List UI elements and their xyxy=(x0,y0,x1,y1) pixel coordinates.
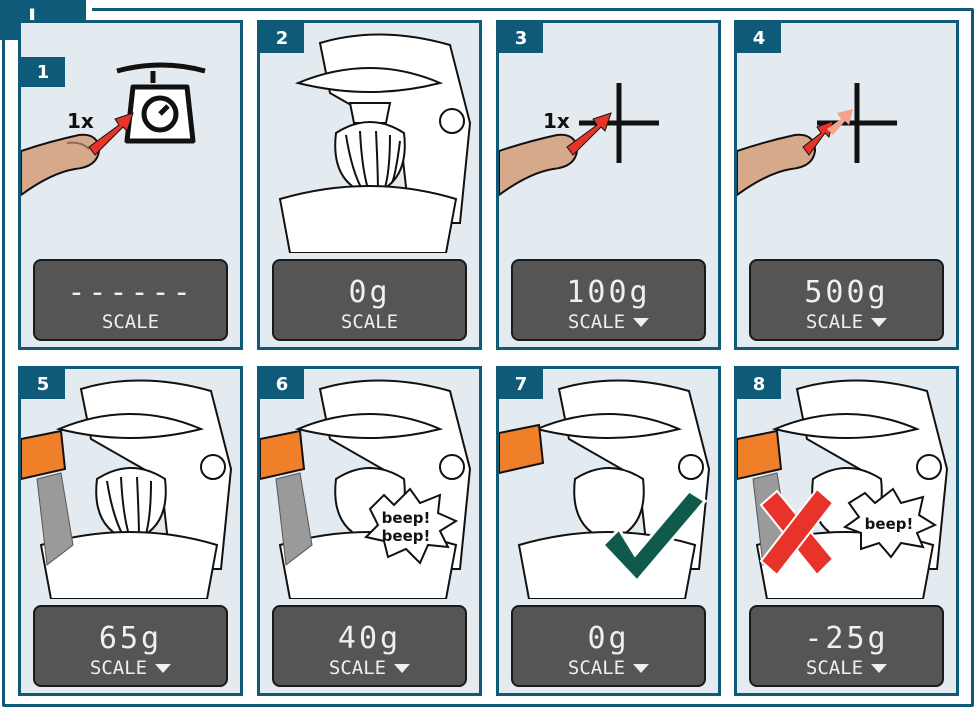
beep-text-2: beep! xyxy=(382,527,431,545)
step-number: 4 xyxy=(737,23,781,53)
scale-display: 0g SCALE xyxy=(511,605,706,687)
down-arrow-icon xyxy=(633,664,649,673)
step-panel-4: 4 500g SCALE xyxy=(734,20,959,350)
weight-readout: 40g xyxy=(274,621,465,656)
scale-row: SCALE xyxy=(274,657,465,679)
step-panel-6: 6 beep! beep! 40g SCALE xyxy=(257,366,482,696)
step-panel-5: 5 65g SCALE xyxy=(18,366,243,696)
press-plus-illustration xyxy=(499,23,718,253)
overfill-illustration: beep! xyxy=(737,369,956,599)
scale-icon xyxy=(117,65,205,141)
step-number: 3 xyxy=(499,23,543,53)
mixer-illustration xyxy=(260,23,479,253)
beep-text-1: beep! xyxy=(865,515,914,533)
scale-label: SCALE xyxy=(341,311,398,333)
container-icon xyxy=(737,431,781,479)
scale-row: SCALE xyxy=(751,657,942,679)
mixer-icon xyxy=(280,380,470,599)
scale-row: SCALE xyxy=(35,657,226,679)
step-panel-2: 2 0g SCALE xyxy=(257,20,482,350)
scale-display: 40g SCALE xyxy=(272,605,467,687)
step-panel-7: 7 0g SCALE xyxy=(496,366,721,696)
weight-readout: 0g xyxy=(513,621,704,656)
step-panel-1: 1 1x ------ SCALE xyxy=(18,20,243,350)
scale-label: SCALE xyxy=(329,657,386,679)
scale-row: SCALE xyxy=(35,311,226,333)
container-icon xyxy=(260,431,304,479)
mixer-icon xyxy=(757,380,947,599)
down-arrow-icon xyxy=(394,664,410,673)
scale-display: 500g SCALE xyxy=(749,259,944,341)
plus-icon xyxy=(579,83,659,163)
weight-readout: 500g xyxy=(751,275,942,310)
step-panel-3: 3 1x 100g SCALE xyxy=(496,20,721,350)
step-number: 7 xyxy=(499,369,543,399)
scale-label: SCALE xyxy=(806,657,863,679)
hold-plus-illustration xyxy=(737,23,956,253)
scale-display: ------ SCALE xyxy=(33,259,228,341)
step-number: 6 xyxy=(260,369,304,399)
weight-readout: 65g xyxy=(35,621,226,656)
step-number: 1 xyxy=(21,57,65,87)
down-arrow-icon xyxy=(155,664,171,673)
down-arrow-icon xyxy=(871,318,887,327)
container-icon xyxy=(21,431,65,479)
scale-label: SCALE xyxy=(568,311,625,333)
scale-row: SCALE xyxy=(751,311,942,333)
step-number: 5 xyxy=(21,369,65,399)
scale-row: SCALE xyxy=(274,311,465,333)
mixer-icon xyxy=(519,380,709,599)
scale-label: SCALE xyxy=(90,657,147,679)
step-number: 2 xyxy=(260,23,304,53)
finger-icon xyxy=(499,135,577,195)
weight-readout: ------ xyxy=(35,275,226,310)
finger-icon xyxy=(21,135,99,195)
tap-count-label: 1x xyxy=(67,109,94,133)
down-arrow-icon xyxy=(871,664,887,673)
finger-icon xyxy=(737,135,815,195)
pour-ingredient-illustration xyxy=(21,369,240,599)
correct-amount-illustration xyxy=(499,369,718,599)
scale-label: SCALE xyxy=(102,311,159,333)
step-panel-8: 8 beep! -25g SCALE xyxy=(734,366,959,696)
scale-display: 0g SCALE xyxy=(272,259,467,341)
scale-row: SCALE xyxy=(513,311,704,333)
down-arrow-icon xyxy=(633,318,649,327)
scale-display: -25g SCALE xyxy=(749,605,944,687)
step-number: 8 xyxy=(737,369,781,399)
scale-label: SCALE xyxy=(568,657,625,679)
mixer-icon xyxy=(41,380,231,599)
scale-display: 65g SCALE xyxy=(33,605,228,687)
tap-count-label: 1x xyxy=(543,109,570,133)
weight-readout: 100g xyxy=(513,275,704,310)
container-icon xyxy=(499,425,543,473)
mixer-icon xyxy=(280,34,470,253)
scale-row: SCALE xyxy=(513,657,704,679)
scale-display: 100g SCALE xyxy=(511,259,706,341)
scale-label: SCALE xyxy=(806,311,863,333)
weight-readout: -25g xyxy=(751,621,942,656)
beep-illustration: beep! beep! xyxy=(260,369,479,599)
beep-text-1: beep! xyxy=(382,509,431,527)
weight-readout: 0g xyxy=(274,275,465,310)
